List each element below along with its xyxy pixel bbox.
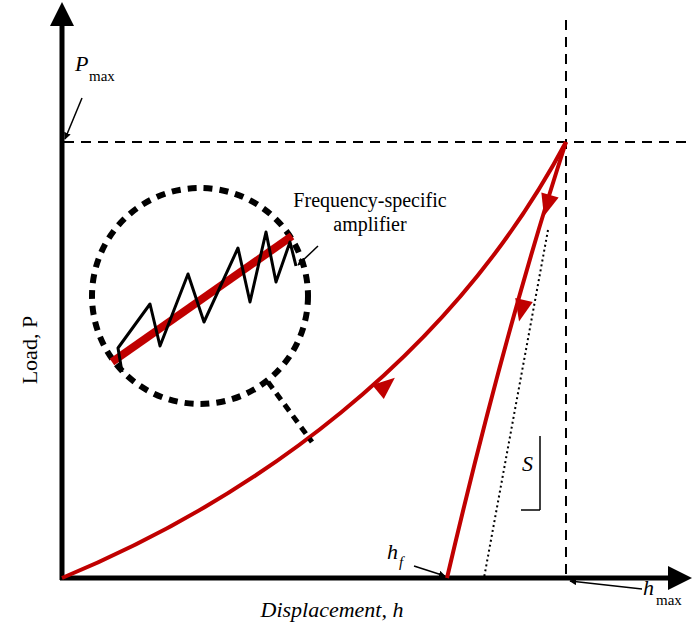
axis-title: Displacement, h <box>261 598 404 622</box>
subscript: max <box>89 68 115 85</box>
callout-arrow <box>414 566 445 576</box>
unloading-arrowhead <box>510 298 532 323</box>
loading-arrowhead <box>372 371 400 399</box>
x-axis <box>60 576 670 581</box>
axis-title: Load, P <box>18 316 42 384</box>
tangent-line <box>484 230 548 578</box>
slope-triangle <box>539 436 541 510</box>
magnified-curve <box>112 236 292 362</box>
subscript: max <box>656 592 682 609</box>
hmax-guide <box>565 20 567 576</box>
magnifier-leader <box>268 382 312 442</box>
pmax-guide <box>64 141 690 143</box>
slope-triangle <box>521 509 540 511</box>
oscillation-signal <box>118 232 296 372</box>
subscript: f <box>399 554 403 571</box>
unloading-curve <box>447 142 566 578</box>
callout-arrow <box>570 581 642 589</box>
axis-symbol: P <box>75 52 88 76</box>
y-axis <box>60 22 65 580</box>
x-axis-head <box>668 566 692 590</box>
axis-symbol: h <box>643 576 654 600</box>
axis-symbol: h <box>387 540 398 564</box>
stiffness-symbol: S <box>522 452 533 476</box>
callout-arrow <box>65 98 82 139</box>
y-axis-head <box>50 2 74 26</box>
callout-label: Frequency-specific amplifier <box>286 188 454 236</box>
magnifier-circle <box>92 188 308 404</box>
loading-curve <box>62 142 566 578</box>
unloading-arrowhead <box>535 193 558 219</box>
callout-arrow <box>298 246 318 265</box>
